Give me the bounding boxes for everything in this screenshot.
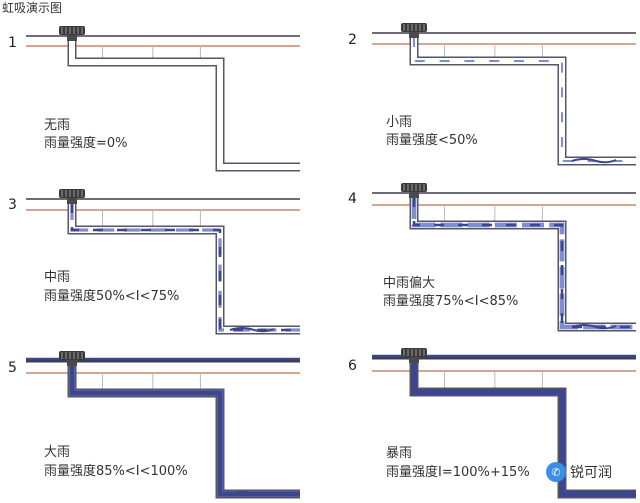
panel-6-water-core xyxy=(412,362,636,496)
panel-1-drain-head xyxy=(59,26,85,35)
panel-2-drain-head xyxy=(401,23,427,32)
panel-4-drain-neck xyxy=(409,192,419,198)
panel-3-drain-neck xyxy=(67,198,77,204)
panel-number-1: 1 xyxy=(8,35,17,51)
panel-6-drain-neck xyxy=(409,357,419,363)
panel-3-outflow xyxy=(229,327,275,333)
panel-5-rain-intensity: 雨量强度85%<I<100% xyxy=(44,464,188,479)
panel-1-pipe-bore xyxy=(69,40,300,170)
panel-number-2: 2 xyxy=(348,32,357,48)
page-title: 虹吸演示图 xyxy=(2,1,63,15)
panel-number-4: 4 xyxy=(348,191,357,207)
panel-2-drain-neck xyxy=(409,32,419,38)
panel-4-water-core xyxy=(412,197,636,329)
panel-3-rain-name: 中雨 xyxy=(44,270,71,285)
panel-4-drain-head xyxy=(401,183,427,192)
panel-3-water xyxy=(70,203,300,332)
panel-4-outflow xyxy=(571,324,617,330)
panel-3-rain-intensity: 雨量强度50%<I<75% xyxy=(44,289,180,304)
panel-6-rain-name: 暴雨 xyxy=(386,446,413,461)
panel-number-5: 5 xyxy=(8,360,17,376)
panel-6-outflow xyxy=(571,491,617,497)
panel-5-rain-name: 大雨 xyxy=(44,445,71,460)
panel-1-drain-neck xyxy=(67,35,77,41)
watermark-text: 锐可润 xyxy=(570,465,612,481)
panel-2-pipe-bore xyxy=(411,37,636,164)
panel-5-water-core xyxy=(70,365,300,496)
panel-5-drain-neck xyxy=(67,360,77,366)
panel-1-rain-intensity: 雨量强度=0% xyxy=(44,136,128,151)
wechat-icon: ✆ xyxy=(546,462,566,482)
watermark: ✆ 锐可润 xyxy=(546,462,612,482)
panel-4-rain-intensity: 雨量强度75%<I<85% xyxy=(383,294,519,309)
panel-2-outflow xyxy=(571,158,617,164)
panel-2-rain-name: 小雨 xyxy=(386,115,413,130)
panel-5-outflow xyxy=(229,491,275,497)
panel-5-drain-head xyxy=(59,351,85,360)
panel-2-rain-intensity: 雨量强度<50% xyxy=(386,133,478,148)
panel-4-rain-name: 中雨偏大 xyxy=(383,276,436,291)
panel-number-3: 3 xyxy=(8,197,17,213)
panel-1-rain-name: 无雨 xyxy=(44,118,71,133)
panel-number-6: 6 xyxy=(348,358,357,374)
panel-3-pipe-outline xyxy=(67,203,300,335)
panel-6-drain-head xyxy=(401,348,427,357)
panel-6-rain-intensity: 雨量强度I=100%+15% xyxy=(386,465,530,480)
panel-3-pipe-bore xyxy=(69,203,300,333)
panel-3-drain-head xyxy=(59,189,85,198)
panel-3-water-core xyxy=(70,203,300,332)
